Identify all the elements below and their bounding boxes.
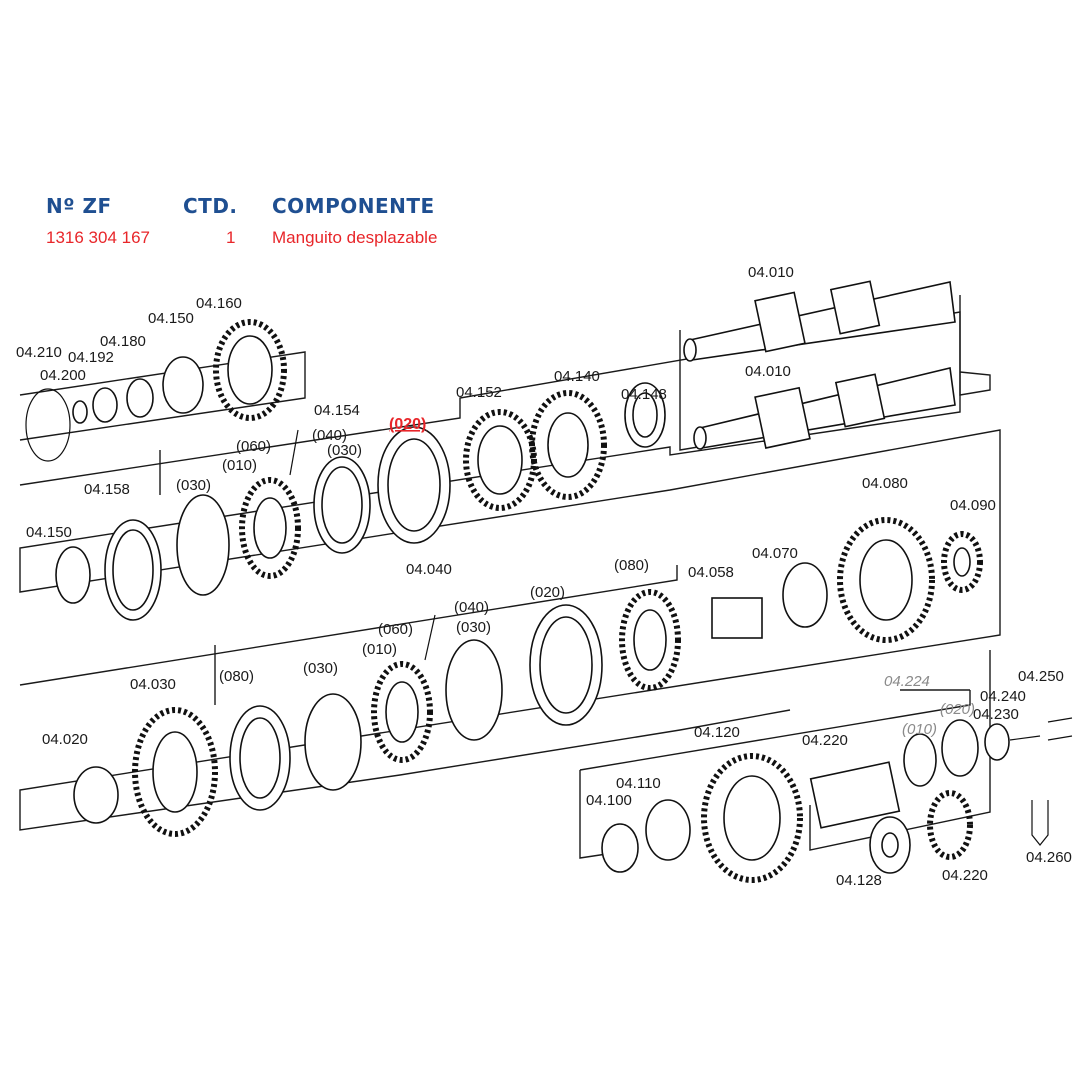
- row4-parts: [601, 717, 1073, 883]
- label-04154: 04.154: [314, 402, 360, 419]
- nut-04180: [126, 378, 154, 418]
- nut-04192: [92, 387, 118, 423]
- part-labels: 04.010 04.010 04.160 04.150 04.180 04.19…: [16, 264, 1072, 889]
- bolt-04250a: [1047, 717, 1073, 723]
- part-number: 1316 304 167: [46, 228, 150, 247]
- gear-04160: [213, 319, 287, 421]
- label-04090: 04.090: [950, 497, 996, 514]
- label-04020: 04.020: [42, 731, 88, 748]
- label-030b: (030): [327, 442, 362, 459]
- gear-04120: [701, 753, 803, 883]
- bolt-04240: [1009, 735, 1041, 741]
- label-04192: 04.192: [68, 349, 114, 366]
- gear-04030: [132, 707, 218, 837]
- label-04200: 04.200: [40, 367, 86, 384]
- label-04140: 04.140: [554, 368, 600, 385]
- label-04220a: 04.220: [802, 732, 848, 749]
- label-030c: (030): [303, 660, 338, 677]
- gear-04220b: [927, 790, 973, 860]
- label-010c: (010): [902, 721, 937, 738]
- label-04224: 04.224: [884, 673, 930, 690]
- disc-020c: [941, 719, 979, 777]
- gear-04080: [837, 517, 935, 643]
- label-04010b: 04.010: [745, 363, 791, 380]
- pin-060a: [289, 429, 299, 476]
- shaft-04220a: [809, 761, 901, 829]
- synchro-ring-030a: [176, 494, 230, 596]
- label-04260: 04.260: [1026, 849, 1072, 866]
- label-04030: 04.030: [130, 676, 176, 693]
- pin-060b: [424, 614, 436, 661]
- hub-010a: [239, 477, 301, 579]
- label-04080: 04.080: [862, 475, 908, 492]
- label-04150b: 04.150: [26, 524, 72, 541]
- label-04070: 04.070: [752, 545, 798, 562]
- label-030d: (030): [456, 619, 491, 636]
- cover-04230: [984, 723, 1010, 761]
- synchro-ring-030d: [445, 639, 503, 741]
- synchro-hub-04152: [463, 409, 537, 511]
- label-04180: 04.180: [100, 333, 146, 350]
- label-04100: 04.100: [586, 792, 632, 809]
- label-04148: 04.148: [621, 386, 667, 403]
- gear-04090: [941, 531, 983, 593]
- part-quantity: 1: [226, 228, 236, 247]
- bearing-04070: [782, 562, 828, 628]
- bearing-04150b: [55, 546, 91, 604]
- bearing-04020: [73, 766, 119, 824]
- label-04240: 04.240: [980, 688, 1026, 705]
- row3-parts: [73, 562, 828, 837]
- label-060b: (060): [378, 621, 413, 638]
- disc-010c: [903, 733, 937, 787]
- label-080a: (080): [614, 557, 649, 574]
- label-020c: (020): [940, 701, 975, 718]
- row1-parts: [25, 319, 666, 511]
- bearing-04150a: [162, 356, 204, 414]
- gear-04140: [529, 390, 607, 500]
- highlighted-label-020: (020): [389, 416, 426, 433]
- col-header-component: COMPONENTE: [272, 194, 435, 218]
- label-04158: 04.158: [84, 481, 130, 498]
- label-010b: (010): [362, 641, 397, 658]
- label-04152: 04.152: [456, 384, 502, 401]
- label-040a: (040): [312, 427, 347, 444]
- synchro-ring-030c: [304, 693, 362, 791]
- label-020b: (020): [530, 584, 565, 601]
- snap-ring-04210: [25, 388, 71, 462]
- hub-080a: [619, 589, 681, 691]
- bushing-04058: [711, 597, 763, 639]
- label-04250: 04.250: [1018, 668, 1064, 685]
- part-component: Manguito desplazable: [272, 228, 438, 247]
- label-040b: (040): [454, 599, 489, 616]
- label-030a: (030): [176, 477, 211, 494]
- label-04210: 04.210: [16, 344, 62, 361]
- label-04128: 04.128: [836, 872, 882, 889]
- main-shaft-upper: [683, 280, 956, 362]
- bolt-04250b: [1047, 735, 1073, 741]
- bushing-04100: [601, 823, 639, 873]
- label-04058: 04.058: [688, 564, 734, 581]
- label-010a: (010): [222, 457, 257, 474]
- pin-04260: [1031, 800, 1049, 846]
- col-header-qty: CTD.: [183, 194, 238, 218]
- label-080b: (080): [219, 668, 254, 685]
- bearing-04110: [645, 799, 691, 861]
- label-060a: (060): [236, 438, 271, 455]
- label-04230: 04.230: [973, 706, 1019, 723]
- label-04010a: 04.010: [748, 264, 794, 281]
- col-header-number: Nº ZF: [46, 194, 112, 218]
- label-04040: 04.040: [406, 561, 452, 578]
- row2-parts: [55, 426, 983, 643]
- washer-04200: [72, 400, 88, 424]
- label-04220b: 04.220: [942, 867, 988, 884]
- hub-010b: [371, 661, 433, 763]
- label-04120: 04.120: [694, 724, 740, 741]
- label-04160: 04.160: [196, 295, 242, 312]
- label-04150a: 04.150: [148, 310, 194, 327]
- label-04110: 04.110: [616, 775, 661, 792]
- main-shaft-lower: [693, 367, 956, 450]
